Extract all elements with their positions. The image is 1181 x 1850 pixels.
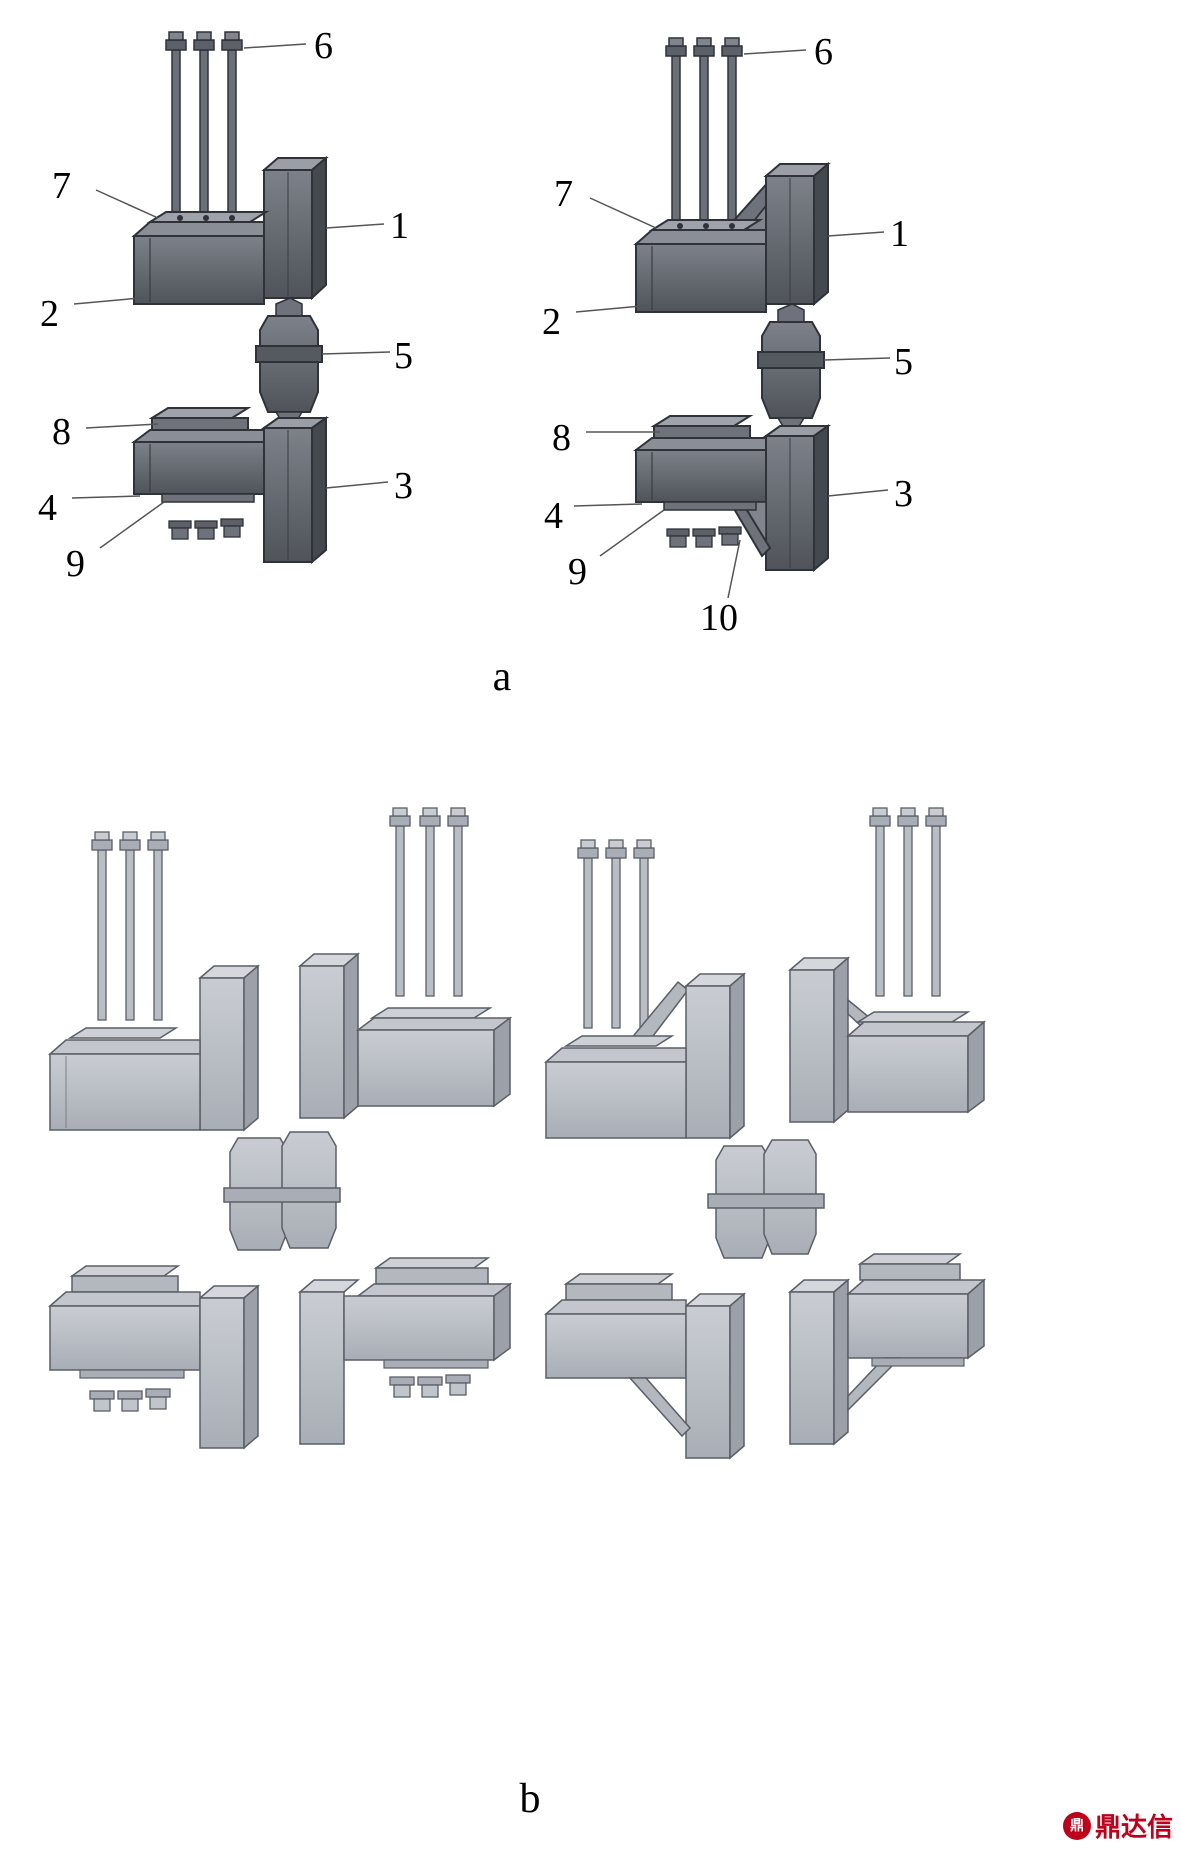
caption-b: b xyxy=(520,1776,541,1822)
callout-8: 8 xyxy=(552,417,571,459)
assembly-a-right: 6 7 1 2 5 8 3 4 9 10 xyxy=(542,31,913,639)
connector-5 xyxy=(255,297,323,423)
beam-column-bl xyxy=(48,1265,261,1450)
plate-9 xyxy=(161,493,255,503)
callout-6: 6 xyxy=(814,31,833,73)
connectors-b-left xyxy=(223,1131,341,1251)
callout-8: 8 xyxy=(52,411,71,453)
callout-9: 9 xyxy=(568,551,587,593)
connector-5 xyxy=(757,303,825,429)
callout-5: 5 xyxy=(894,341,913,383)
callout-3: 3 xyxy=(894,473,913,515)
plate-7 xyxy=(146,211,270,223)
callout-labels-left: 6 7 1 2 5 8 3 4 9 xyxy=(38,25,413,585)
callout-9: 9 xyxy=(66,543,85,585)
plate-8 xyxy=(650,415,754,441)
callout-2: 2 xyxy=(40,293,59,335)
column-3 xyxy=(260,416,330,565)
beam-column-br xyxy=(297,1257,513,1445)
bolts-b2 xyxy=(389,807,469,997)
assembly-a-left: 6 7 1 2 5 8 3 4 9 xyxy=(38,25,413,585)
watermark-seal-icon: 鼎 xyxy=(1062,1811,1091,1840)
callout-4: 4 xyxy=(544,495,563,537)
bolts-6 xyxy=(665,37,743,227)
callout-6: 6 xyxy=(314,25,333,67)
bolts-6 xyxy=(165,31,243,221)
panel-b: b xyxy=(48,807,986,1822)
callout-1: 1 xyxy=(390,205,409,247)
callout-7: 7 xyxy=(52,165,71,207)
stiffener-10 xyxy=(728,501,772,558)
caption-a: a xyxy=(493,654,512,700)
panel-a: 6 7 1 2 5 8 3 4 9 xyxy=(38,25,913,700)
column-3 xyxy=(762,424,832,573)
callout-1: 1 xyxy=(890,213,909,255)
beam-2 xyxy=(633,229,767,313)
bolts-b4 xyxy=(869,807,947,997)
plate-8 xyxy=(148,407,252,433)
plate-7 xyxy=(648,219,764,231)
beam-column-bl-stiffened xyxy=(544,1273,747,1460)
watermark-text: 鼎达信 xyxy=(1094,1813,1173,1843)
nuts-br xyxy=(389,1374,471,1398)
beam-column-br-stiffened xyxy=(787,1253,986,1446)
exploded-b-right xyxy=(544,807,986,1460)
callout-10: 10 xyxy=(700,597,738,639)
callout-lines-left xyxy=(71,43,391,549)
beam-4 xyxy=(131,429,265,495)
beam-column-tl-stiffened xyxy=(544,972,747,1140)
nuts-bl xyxy=(89,1388,171,1412)
bolts-b1 xyxy=(91,831,169,1021)
plate-9 xyxy=(663,501,757,511)
beam-4 xyxy=(633,437,767,503)
connectors-b-right xyxy=(707,1139,825,1259)
callout-lines-right xyxy=(573,49,891,599)
callout-5: 5 xyxy=(394,335,413,377)
nuts xyxy=(666,526,742,548)
callout-7: 7 xyxy=(554,173,573,215)
callout-4: 4 xyxy=(38,487,57,529)
nuts xyxy=(168,518,244,540)
bolts-b3 xyxy=(577,839,655,1029)
beam-column-tl xyxy=(48,964,261,1132)
watermark: 鼎 鼎达信 xyxy=(1062,1807,1173,1844)
callout-3: 3 xyxy=(394,465,413,507)
callout-labels-right: 6 7 1 2 5 8 3 4 9 10 xyxy=(542,31,913,639)
callout-2: 2 xyxy=(542,301,561,343)
beam-2 xyxy=(131,221,265,305)
beam-column-tr-stiffened xyxy=(787,956,986,1124)
exploded-b-left xyxy=(48,807,513,1450)
column-1 xyxy=(261,155,329,301)
beam-column-tr xyxy=(297,952,513,1120)
column-1 xyxy=(763,161,831,307)
